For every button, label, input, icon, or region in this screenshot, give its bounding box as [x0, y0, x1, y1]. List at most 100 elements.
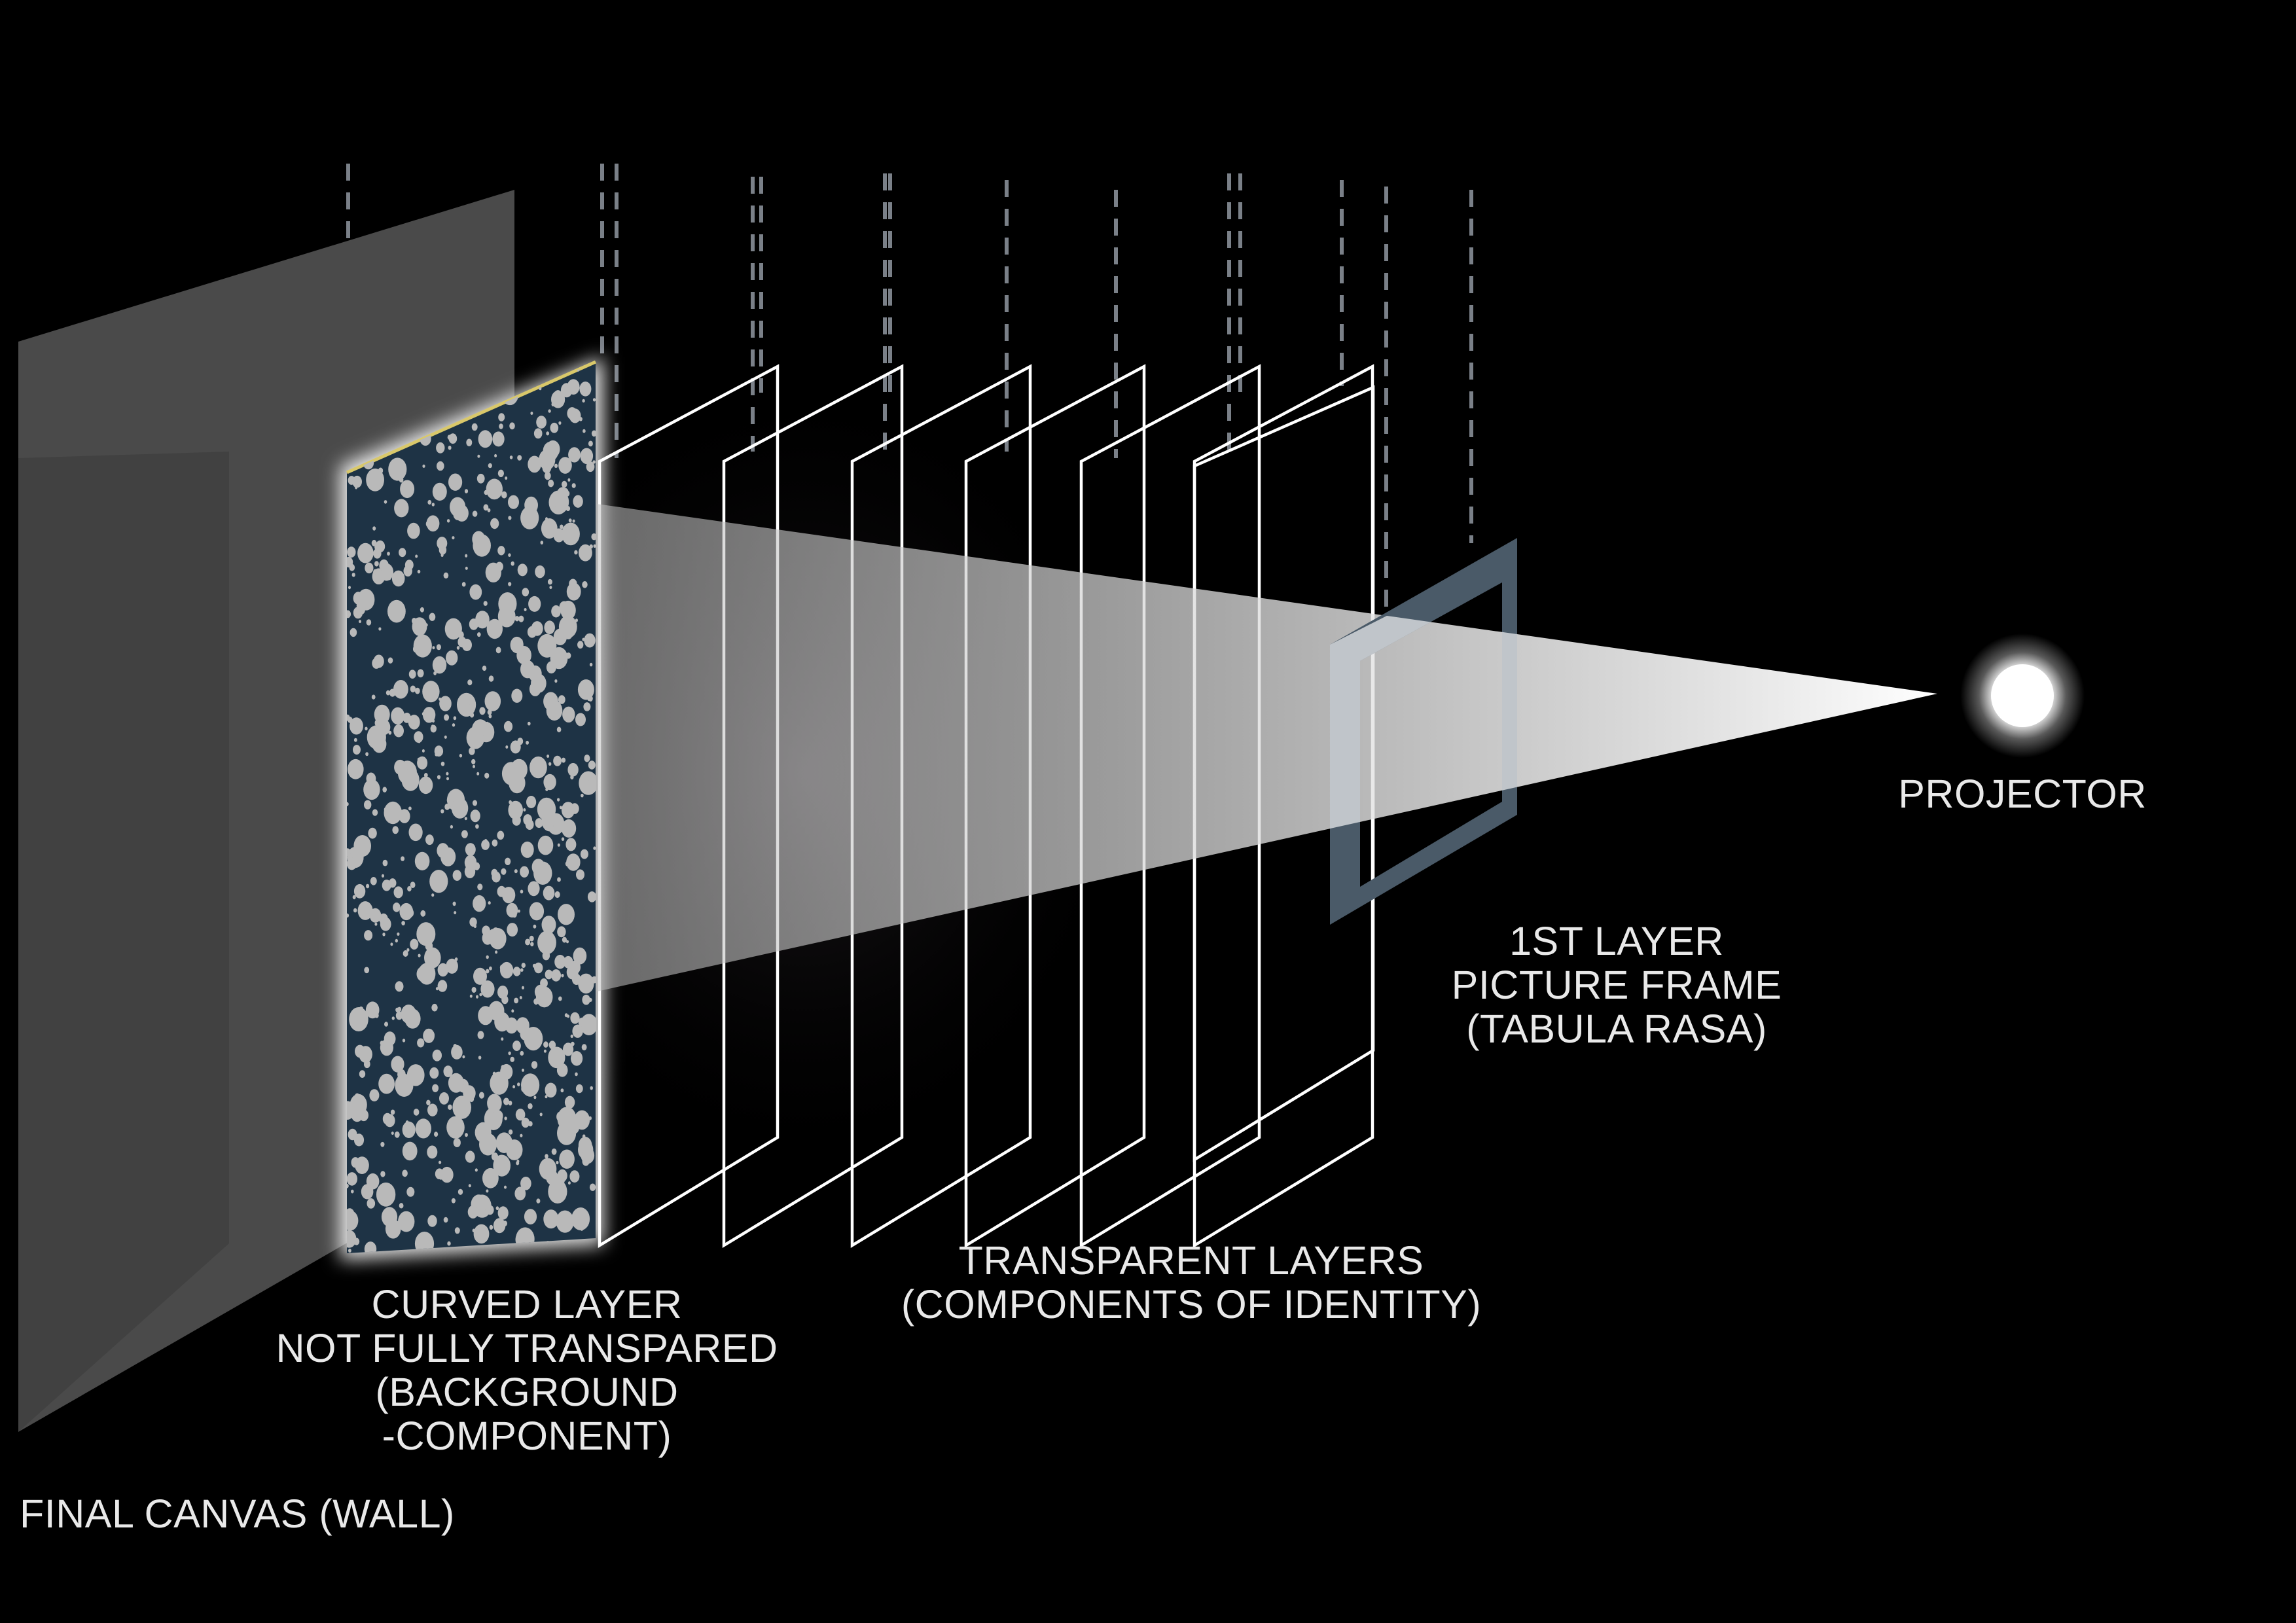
pattern-dot	[528, 881, 540, 897]
pattern-dot	[523, 808, 526, 812]
pattern-dot	[393, 680, 408, 699]
pattern-dot	[556, 487, 568, 501]
pattern-dot	[394, 759, 406, 775]
pattern-dot	[432, 646, 435, 650]
pattern-dot	[473, 862, 480, 870]
pattern-dot	[574, 550, 578, 555]
pattern-dot	[526, 740, 529, 745]
pattern-dot	[487, 709, 492, 715]
pattern-dot	[539, 1158, 557, 1180]
pattern-dot	[488, 492, 492, 495]
pattern-dot	[386, 690, 391, 696]
pattern-dot	[452, 536, 455, 540]
projector-label: PROJECTOR	[1872, 772, 2173, 816]
pattern-dot	[512, 1041, 521, 1051]
pattern-dot	[499, 964, 505, 971]
pattern-dot	[494, 454, 497, 457]
curved-layer-label: CURVED LAYER NOT FULLY TRANSPARED (BACKG…	[249, 1283, 805, 1458]
pattern-dot	[545, 969, 553, 980]
pattern-dot	[464, 865, 476, 878]
pattern-dot	[452, 901, 456, 906]
pattern-dot	[437, 775, 441, 779]
pattern-dot	[549, 586, 552, 590]
pattern-dot	[463, 1085, 476, 1101]
pattern-dot	[353, 883, 366, 899]
pattern-dot	[347, 546, 356, 558]
pattern-dot	[457, 636, 467, 648]
pattern-dot	[388, 457, 407, 481]
pattern-dot	[402, 1039, 406, 1043]
pattern-dot	[483, 504, 489, 511]
pattern-dot	[579, 417, 583, 421]
pattern-dot	[364, 930, 373, 941]
pattern-dot	[556, 1210, 574, 1233]
pattern-dot	[518, 615, 524, 622]
pattern-dot	[447, 1241, 451, 1246]
pattern-dot	[385, 804, 397, 819]
pattern-dot	[536, 416, 547, 429]
pattern-dot	[406, 948, 410, 952]
pattern-dot	[528, 1103, 533, 1109]
pattern-dot	[364, 967, 370, 974]
pattern-dot	[371, 539, 377, 546]
pattern-dot	[548, 762, 552, 766]
pattern-dot	[348, 1249, 351, 1253]
pattern-dot	[487, 1094, 502, 1113]
pattern-dot	[387, 599, 406, 623]
pattern-dot	[501, 762, 521, 785]
pattern-dot	[476, 772, 480, 776]
curved-layer-line-2: NOT FULLY TRANSPARED	[276, 1326, 778, 1370]
pattern-dot	[491, 868, 498, 878]
transparent-layers	[598, 364, 1375, 1248]
pattern-dot	[352, 895, 356, 900]
pattern-dot	[514, 616, 520, 622]
pattern-dot	[512, 815, 521, 826]
pattern-dot	[558, 695, 565, 704]
pattern-dot	[366, 772, 376, 785]
pattern-dot	[469, 584, 482, 600]
pattern-dot	[391, 570, 405, 587]
pattern-dot	[573, 947, 587, 965]
pattern-dot	[558, 421, 562, 425]
pattern-dot	[369, 1089, 380, 1101]
pattern-dot	[533, 1096, 537, 1099]
pattern-dot	[568, 447, 581, 463]
pattern-dot	[439, 1175, 443, 1180]
pattern-dot	[374, 561, 379, 567]
pattern-dot	[557, 798, 560, 802]
pattern-dot	[543, 774, 556, 791]
pattern-dot	[545, 1095, 548, 1099]
pattern-dot	[558, 615, 577, 639]
pattern-dot	[575, 713, 586, 726]
pattern-dot	[366, 883, 370, 889]
pattern-dot	[372, 658, 381, 669]
pattern-dot	[578, 1137, 592, 1154]
pattern-dot	[473, 534, 491, 557]
pattern-dot	[431, 724, 435, 728]
pattern-dot	[593, 544, 596, 548]
pattern-dot	[382, 880, 391, 891]
pattern-dot	[591, 976, 596, 984]
pattern-dot	[542, 461, 552, 474]
pattern-dot	[429, 1067, 439, 1079]
pattern-dot	[439, 1092, 449, 1105]
pattern-dot	[510, 740, 521, 754]
pattern-dot	[410, 882, 416, 888]
pattern-dot	[582, 1156, 590, 1166]
pattern-dot	[548, 1046, 565, 1069]
pattern-dot	[505, 745, 509, 749]
pattern-dot	[559, 1149, 575, 1169]
pattern-dot	[497, 830, 505, 840]
pattern-dot	[557, 1169, 567, 1182]
curved-layer-line-4: -COMPONENT)	[382, 1414, 672, 1458]
pattern-dot	[589, 662, 593, 667]
pattern-dot	[433, 671, 437, 675]
pattern-dot	[476, 995, 478, 999]
pattern-dot	[543, 1209, 559, 1229]
pattern-dot	[580, 448, 594, 464]
pattern-dot	[472, 800, 478, 806]
pattern-dot	[408, 806, 412, 811]
pattern-dot	[508, 495, 519, 509]
pattern-dot	[541, 916, 556, 934]
pattern-dot	[506, 902, 518, 918]
